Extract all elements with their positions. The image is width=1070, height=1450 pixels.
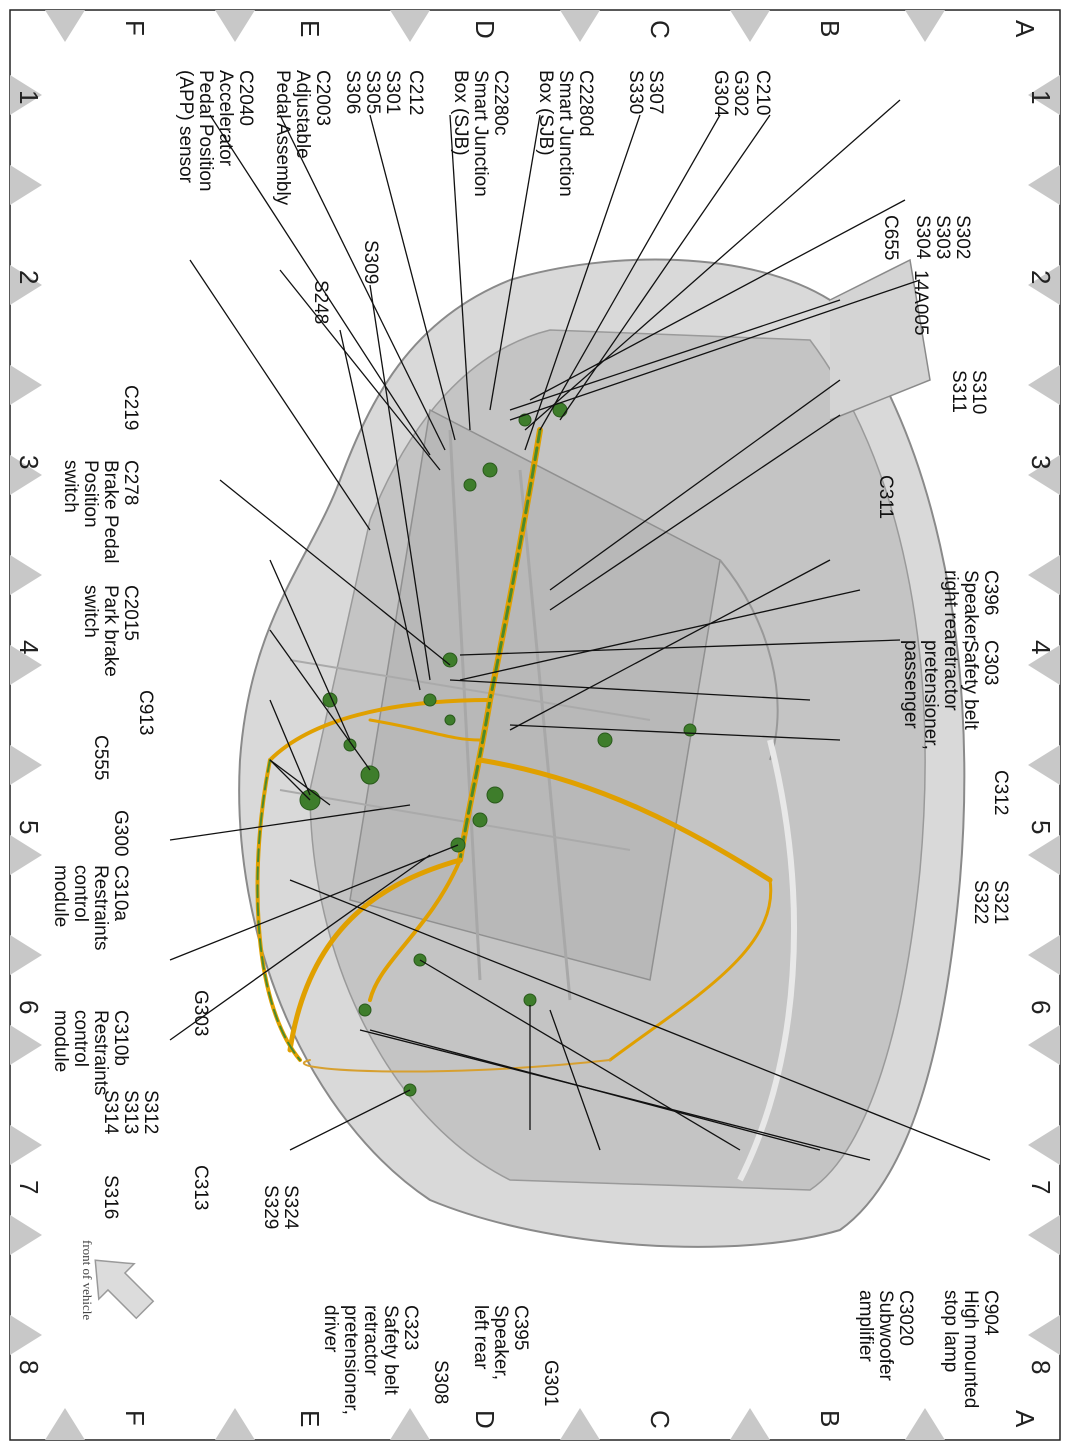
grid-row-e-left: E bbox=[295, 20, 325, 38]
callout-s316: S316 bbox=[100, 1175, 121, 1220]
grid-row-b-left: B bbox=[815, 20, 845, 38]
grid-col-3-bottom: 3 bbox=[14, 455, 44, 470]
callout-c2280d: C2280d Smart Junction Box (SJB) bbox=[535, 70, 596, 197]
callout-g303: G303 bbox=[190, 990, 211, 1037]
grid-col-8-top: 8 bbox=[1026, 1360, 1056, 1375]
callout-c312: C312 bbox=[990, 770, 1011, 816]
grid-col-2-bottom: 2 bbox=[14, 270, 44, 285]
callout-s308: S308 bbox=[430, 1360, 451, 1405]
grid-col-6-bottom: 6 bbox=[14, 1000, 44, 1015]
grid-col-3-top: 3 bbox=[1026, 455, 1056, 470]
callout-c395: C395 Speaker, left rear bbox=[470, 1305, 531, 1380]
callout-c219: C219 bbox=[120, 385, 141, 431]
grid-row-d-left: D bbox=[470, 20, 500, 39]
grid-markers-bottom bbox=[10, 75, 42, 1355]
callout-c212: C212 bbox=[405, 70, 426, 116]
callout-g300: G300 bbox=[110, 810, 131, 857]
callout-c310a: C310a Restraints control module bbox=[50, 865, 131, 951]
grid-markers-left bbox=[45, 10, 945, 42]
grid-col-2-top: 2 bbox=[1026, 270, 1056, 285]
callout-c904: C904 High mounted stop lamp bbox=[940, 1290, 1001, 1409]
callout-s321-s322: S321 S322 bbox=[970, 880, 1011, 925]
callout-s312-s313-s314: S312 S313 S314 bbox=[100, 1090, 161, 1135]
grid-row-b-right: B bbox=[815, 1410, 845, 1428]
callout-c2280c: C2280c Smart Junction Box (SJB) bbox=[450, 70, 511, 197]
callout-c311: C311 bbox=[875, 475, 896, 520]
callout-c655: C655 bbox=[880, 215, 901, 261]
grid-col-8-bottom: 8 bbox=[14, 1360, 44, 1375]
callout-c2003: C2003 Adjustable Pedal Assembly bbox=[272, 70, 333, 206]
grid-col-5-top: 5 bbox=[1026, 820, 1056, 835]
front-arrow bbox=[94, 1259, 155, 1320]
grid-row-a-left: A bbox=[1010, 20, 1040, 38]
grid-col-4-bottom: 4 bbox=[14, 640, 44, 655]
grid-row-d-right: D bbox=[470, 1410, 500, 1429]
leader-lines bbox=[169, 99, 991, 1161]
grid-col-1-bottom: 1 bbox=[14, 90, 44, 105]
callout-s310-s311: S310 S311 bbox=[948, 370, 989, 415]
grid-col-6-top: 6 bbox=[1026, 1000, 1056, 1015]
callout-s309: S309 bbox=[360, 240, 381, 285]
callout-s248: S248 bbox=[310, 280, 331, 325]
callout-14a005: 14A005 bbox=[910, 270, 931, 336]
grid-row-f-right: F bbox=[120, 1410, 150, 1426]
callout-c555: C555 bbox=[90, 735, 111, 781]
callout-c323: C323 Safety belt retractor pretensioner,… bbox=[320, 1305, 421, 1415]
callout-s301-s305-s306: S301 S305 S306 bbox=[342, 70, 403, 115]
grid-col-7-top: 7 bbox=[1026, 1180, 1056, 1195]
grid-markers-right bbox=[45, 1408, 945, 1440]
grid-col-1-top: 1 bbox=[1026, 90, 1056, 105]
sheet-border bbox=[9, 9, 1061, 1441]
callout-c210: C210 bbox=[752, 70, 773, 116]
grid-row-c-right: C bbox=[645, 1410, 675, 1429]
callout-c913: C913 bbox=[135, 690, 156, 736]
grid-col-7-bottom: 7 bbox=[14, 1180, 44, 1195]
grid-col-5-bottom: 5 bbox=[14, 820, 44, 835]
callout-c313: C313 bbox=[190, 1165, 211, 1211]
grid-col-4-top: 4 bbox=[1026, 640, 1056, 655]
front-of-vehicle-label: front of vehicle bbox=[80, 1240, 95, 1321]
callout-c3020: C3020 Subwoofer amplifier bbox=[855, 1290, 916, 1381]
callout-s307-s330: S307 S330 bbox=[625, 70, 666, 115]
callout-c310b: C310b Restraints control module bbox=[50, 1010, 131, 1096]
grid-row-a-right: A bbox=[1010, 1410, 1040, 1428]
grid-row-f-left: F bbox=[120, 20, 150, 36]
grid-row-c-left: C bbox=[645, 20, 675, 39]
callout-s302-s303-s304: S302 S303 S304 bbox=[912, 215, 973, 260]
connectors bbox=[299, 402, 697, 1097]
grid-markers-top bbox=[1028, 75, 1060, 1355]
callout-c2040: C2040 Accelerator Pedal Position (APP) s… bbox=[175, 70, 256, 192]
vehicle-body bbox=[238, 258, 966, 1248]
callout-s324-s329: S324 S329 bbox=[260, 1185, 301, 1230]
callout-g301: G301 bbox=[540, 1360, 561, 1407]
callout-g302-g304: G302 G304 bbox=[710, 70, 751, 117]
callout-c396: C396 Speaker, right rear bbox=[940, 570, 1001, 647]
callout-c278: C278 Brake Pedal Position switch bbox=[60, 460, 141, 564]
callout-c2015: C2015 Park brake switch bbox=[80, 585, 141, 677]
callout-c303: C303 Safety belt retractor pretensioner,… bbox=[900, 640, 1001, 750]
